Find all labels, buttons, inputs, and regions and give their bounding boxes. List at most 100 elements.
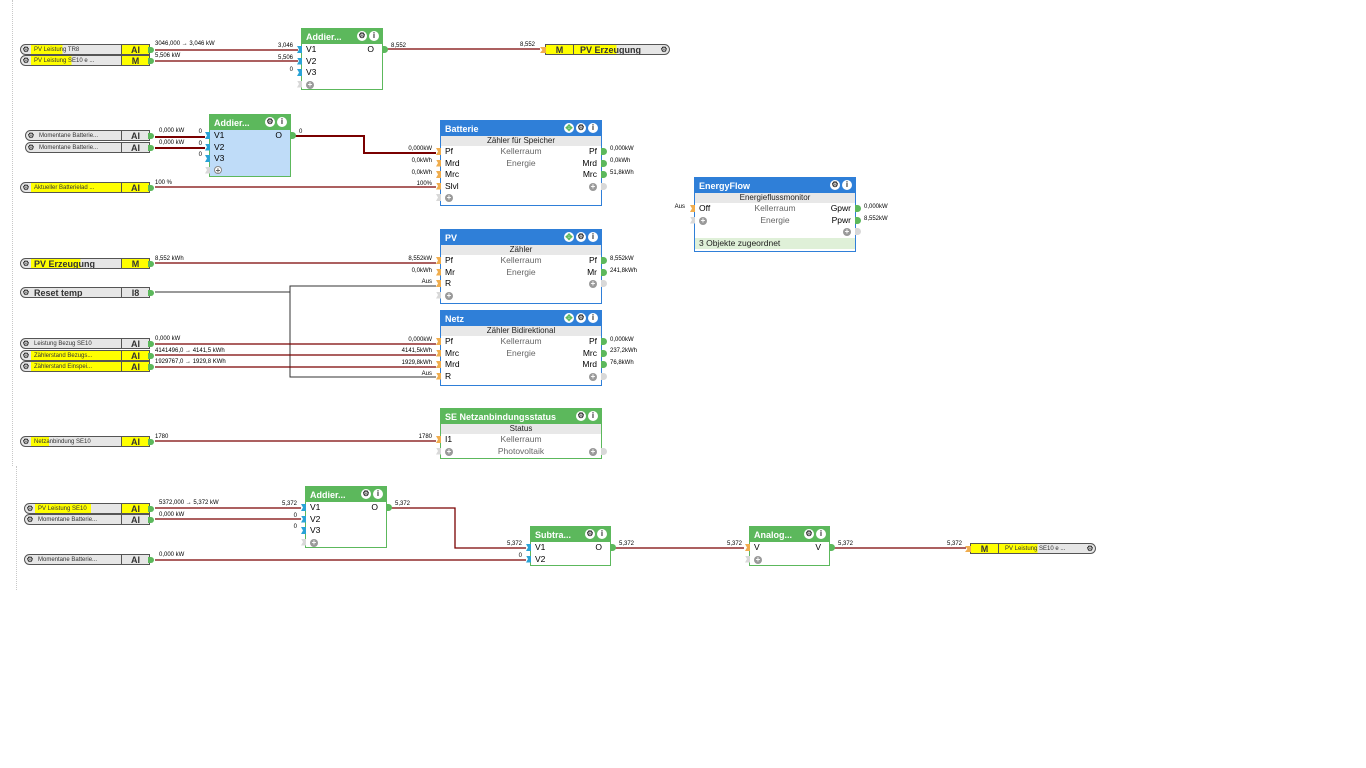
output-port[interactable] [148, 133, 154, 139]
output-port[interactable] [148, 290, 154, 296]
block-header[interactable]: Addier... ⚙i [306, 487, 386, 502]
gear-icon[interactable]: ⚙ [22, 351, 30, 360]
gear-icon[interactable]: ⚙ [265, 117, 275, 127]
output-port[interactable] [601, 447, 607, 455]
input-port[interactable] [436, 148, 441, 155]
add-output-icon[interactable]: + [589, 181, 597, 191]
output-port[interactable] [148, 145, 154, 151]
add-output-icon[interactable]: + [589, 279, 597, 288]
output-port[interactable] [290, 132, 296, 139]
input-port[interactable] [436, 349, 441, 357]
gear-icon[interactable]: ⚙ [22, 362, 30, 371]
gear-icon[interactable]: ⚙ [26, 515, 34, 524]
add-output-icon[interactable]: + [589, 446, 597, 456]
input-port[interactable] [301, 538, 306, 546]
info-icon[interactable]: i [597, 529, 607, 539]
input-port[interactable] [297, 80, 302, 88]
block-header[interactable]: Addier... ⚙i [302, 29, 382, 44]
output-port[interactable] [601, 159, 607, 167]
source-reset-temp[interactable]: ⚙ Reset temp I8 [20, 287, 154, 298]
gear-icon[interactable]: ⚙ [27, 143, 35, 152]
gear-icon[interactable]: ⚙ [27, 131, 35, 140]
info-icon[interactable]: i [816, 529, 826, 539]
input-port[interactable] [205, 132, 210, 139]
gear-icon[interactable]: ⚙ [830, 180, 840, 190]
info-icon[interactable]: i [588, 232, 598, 242]
output-port[interactable] [855, 228, 861, 235]
output-port[interactable] [148, 261, 154, 267]
input-port[interactable] [301, 527, 306, 534]
input-port[interactable] [526, 544, 531, 551]
gear-icon[interactable]: ⚙ [22, 437, 30, 446]
input-port[interactable] [297, 57, 302, 65]
info-icon[interactable]: i [588, 313, 598, 323]
input-port[interactable] [436, 171, 441, 178]
output-port[interactable] [148, 58, 154, 64]
block-header[interactable]: Subtra... ⚙i [531, 527, 610, 542]
output-port[interactable] [148, 47, 154, 53]
gear-icon[interactable]: ⚙ [576, 123, 586, 133]
input-port[interactable] [436, 436, 441, 443]
output-port[interactable] [601, 257, 607, 264]
gear-icon[interactable]: ⚙ [1086, 544, 1094, 553]
gear-icon[interactable]: ⚙ [22, 259, 30, 268]
output-port[interactable] [148, 439, 154, 445]
output-port[interactable] [601, 280, 607, 287]
add-input-icon[interactable]: + [445, 290, 453, 300]
gear-icon[interactable]: ⚙ [576, 232, 586, 242]
input-port[interactable] [205, 166, 210, 174]
block-header[interactable]: Addier... ⚙i [210, 115, 290, 130]
output-port[interactable] [148, 353, 154, 359]
output-port[interactable] [601, 268, 607, 276]
info-icon[interactable]: i [373, 489, 383, 499]
input-port[interactable] [297, 69, 302, 76]
input-port[interactable] [436, 268, 441, 276]
output-port[interactable] [601, 372, 607, 380]
add-input-icon[interactable]: + [214, 165, 222, 175]
info-icon[interactable]: i [369, 31, 379, 41]
gear-icon[interactable]: ⚙ [22, 339, 30, 348]
add-output-icon[interactable]: + [589, 371, 597, 381]
input-port[interactable] [690, 205, 695, 212]
input-port[interactable] [436, 291, 441, 299]
input-port[interactable] [690, 216, 695, 224]
output-port[interactable] [148, 517, 154, 523]
output-port[interactable] [601, 171, 607, 178]
add-input-icon[interactable]: + [699, 215, 707, 225]
add-input-icon[interactable]: + [310, 537, 318, 547]
input-port[interactable] [436, 182, 441, 190]
source-zaehlerstand-einspeisung[interactable]: ⚙ Zählerstand Einspei... AI [20, 361, 154, 372]
input-port[interactable] [301, 515, 306, 523]
source-pv-leistung-tr8[interactable]: ⚙ PV Leistung TR8 AI [20, 44, 154, 55]
output-port[interactable] [148, 557, 154, 563]
output-port[interactable] [601, 182, 607, 190]
add-input-icon[interactable]: + [306, 79, 314, 89]
block-header[interactable]: Netz ✥⚙i [441, 311, 601, 326]
gear-icon[interactable]: ⚙ [357, 31, 367, 41]
gear-icon[interactable]: ⚙ [660, 45, 668, 54]
move-icon[interactable]: ✥ [564, 312, 574, 323]
source-momentane-batterie-1[interactable]: ⚙ Momentane Batterie... AI [25, 130, 154, 141]
output-port[interactable] [855, 216, 861, 224]
gear-icon[interactable]: ⚙ [585, 529, 595, 539]
add-input-icon[interactable]: + [445, 446, 453, 456]
source-pv-erzeugung[interactable]: ⚙ PV Erzeugung M [20, 258, 154, 269]
input-port[interactable] [301, 504, 306, 511]
output-port[interactable] [601, 338, 607, 345]
output-port[interactable] [829, 544, 835, 551]
add-input-icon[interactable]: + [754, 554, 762, 564]
input-port[interactable] [205, 155, 210, 162]
gear-icon[interactable]: ⚙ [22, 45, 30, 54]
input-port[interactable] [436, 372, 441, 380]
info-icon[interactable]: i [588, 411, 598, 421]
input-port[interactable] [436, 447, 441, 455]
source-pv-leistung-se10-e[interactable]: ⚙ PV Leistung SE10 e ... M [20, 55, 154, 66]
input-port[interactable] [745, 555, 750, 563]
